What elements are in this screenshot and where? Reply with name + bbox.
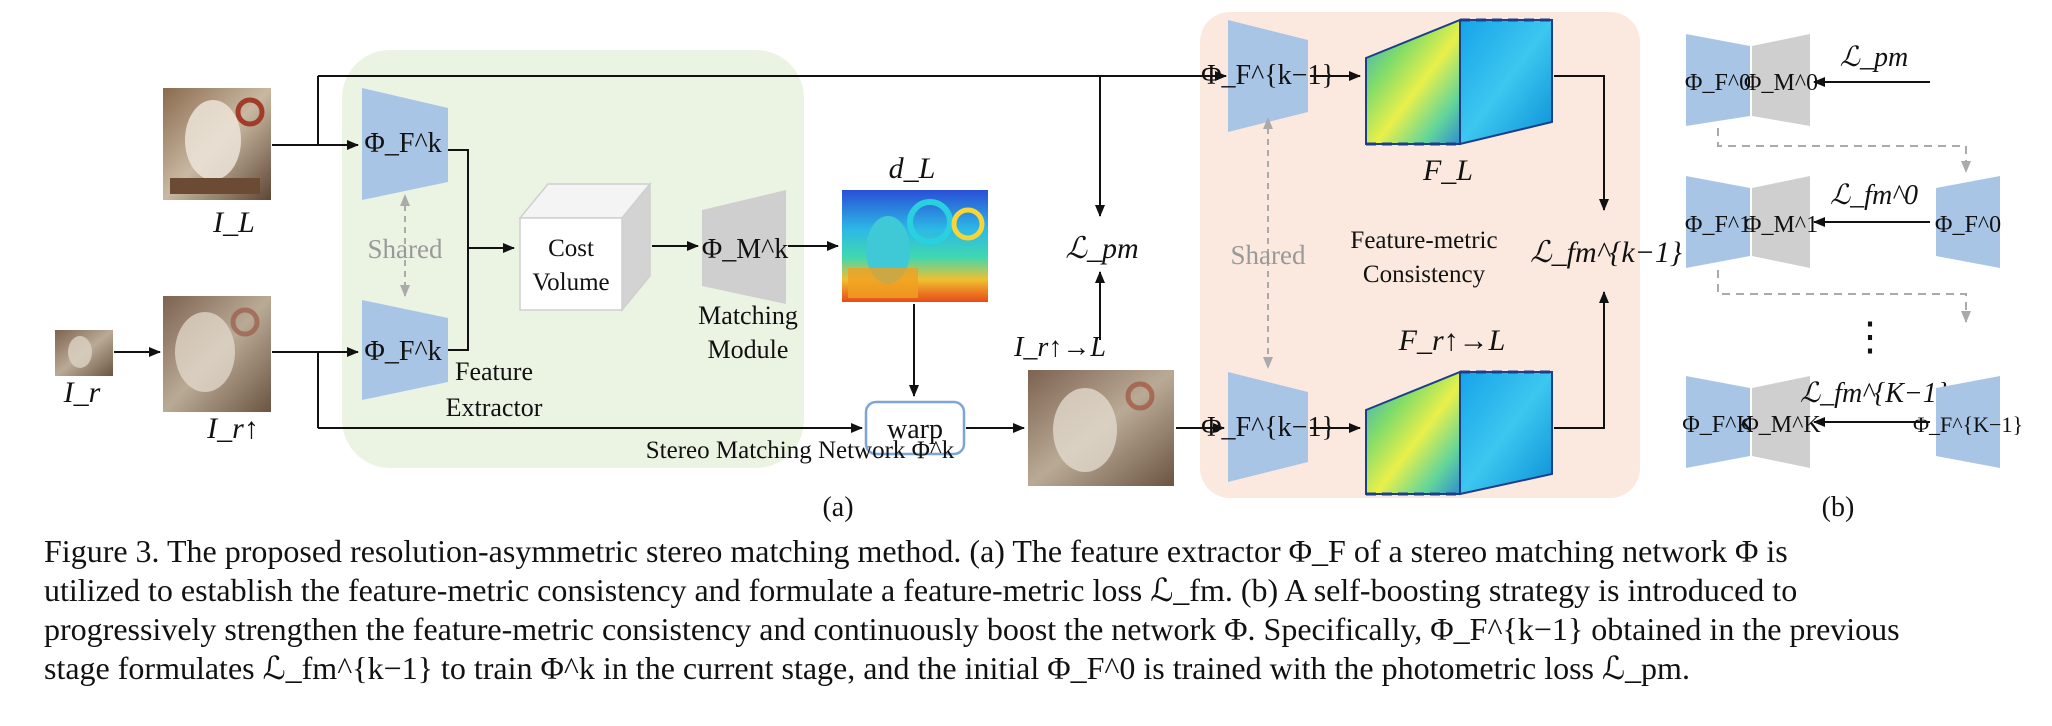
rowk-teacher-label: Φ_F^{K−1} — [1913, 412, 2023, 437]
row1-enc-label: Φ_F^1 — [1685, 212, 1751, 238]
method-diagram: I_L I_r I_r↑ Φ_F^k Φ_F^k Shared Feature … — [55, 12, 2023, 523]
disparity-map — [842, 190, 988, 302]
rowk-decoder — [1752, 376, 1810, 468]
label-d-l: d_L — [889, 152, 936, 185]
label-cost: Cost — [548, 235, 594, 262]
label-volume: Volume — [532, 269, 609, 296]
label-phi-f-k-bottom: Φ_F^k — [364, 336, 441, 367]
label-i-r: I_r — [63, 376, 101, 409]
row0-dec-label: Φ_M^0 — [1744, 70, 1818, 96]
image-left — [163, 88, 271, 200]
row1-decoder — [1752, 176, 1810, 268]
row1-dec-label: Φ_M^1 — [1744, 212, 1818, 238]
label-i-l: I_L — [212, 206, 255, 239]
teacher-extractor-top — [1228, 20, 1308, 132]
label-shared-left: Shared — [368, 234, 443, 264]
caption-line-3: progressively strengthen the feature-met… — [44, 611, 1900, 647]
feature-extractor-caption: Feature Extractor — [446, 357, 543, 422]
label-l-pm: ℒ_pm — [1065, 232, 1138, 265]
label-panel-b: (b) — [1822, 492, 1855, 523]
label-warp: warp — [887, 414, 943, 445]
feature-extractor-top — [362, 88, 448, 200]
cost-volume-cube — [518, 181, 652, 313]
label-extractor: Extractor — [446, 393, 543, 422]
label-f-l: F_L — [1422, 154, 1473, 187]
rowk-teacher — [1936, 376, 2000, 468]
rowk-dec-label: Φ_M^K — [1741, 412, 1821, 438]
rowk-enc-label: Φ_F^K — [1682, 412, 1754, 438]
figure-caption: Figure 3. The proposed resolution-asymme… — [44, 532, 2024, 688]
label-consistency: Consistency — [1363, 261, 1486, 288]
panel-b-link-1 — [1717, 270, 1971, 323]
feature-extractor-bottom — [362, 300, 448, 400]
caption-line-1: Figure 3. The proposed resolution-asymme… — [44, 533, 1788, 569]
label-phi-m-k: Φ_M^k — [702, 234, 789, 265]
label-f-r-up-to-l: F_r↑→L — [1398, 324, 1506, 357]
row0-encoder — [1686, 34, 1750, 126]
teacher-extractor-bottom — [1228, 372, 1308, 482]
row0-loss-label: ℒ_pm — [1840, 42, 1908, 73]
matching-module — [702, 190, 786, 304]
warp-box — [864, 400, 966, 456]
caption-line-4: stage formulates ℒ_fm^{k−1} to train Φ^k… — [44, 650, 1690, 686]
label-i-r-up: I_r↑ — [206, 412, 259, 445]
label-matching: Matching — [698, 301, 798, 330]
row0-enc-label: Φ_F^0 — [1685, 70, 1751, 96]
panel-b-row-0: Φ_F^0 Φ_M^0 ℒ_pm — [1685, 34, 1930, 126]
image-right-lowres — [55, 330, 113, 376]
feature-map-right — [1365, 370, 1553, 496]
label-l-fm-km1: ℒ_fm^{k−1} — [1530, 236, 1682, 269]
arrow-fl-to-lfm — [1554, 75, 1609, 211]
label-module: Module — [708, 335, 789, 364]
label-phi-f-k-top: Φ_F^k — [364, 128, 441, 159]
label-stereo-network: Stereo Matching Network Φ^k — [646, 437, 955, 464]
row0-decoder — [1752, 34, 1810, 126]
row1-teacher — [1936, 176, 2000, 268]
caption-line-2: utilized to establish the feature-metric… — [44, 572, 1798, 608]
label-feature: Feature — [455, 357, 533, 386]
row1-encoder — [1686, 176, 1750, 268]
row1-loss-label: ℒ_fm^0 — [1830, 180, 1918, 211]
row1-teacher-label: Φ_F^0 — [1935, 212, 2001, 238]
label-shared-right: Shared — [1231, 240, 1306, 270]
label-feature-metric: Feature-metric — [1350, 227, 1497, 254]
panel-b-row-1: Φ_F^1 Φ_M^1 ℒ_fm^0 Φ_F^0 — [1685, 176, 2001, 268]
panel-b-link-0 — [1717, 128, 1971, 173]
panel-b-row-k: Φ_F^K Φ_M^K ℒ_fm^{K−1} Φ_F^{K−1} — [1682, 376, 2023, 468]
panel-b-ellipsis: ⋮ — [1850, 314, 1890, 359]
rowk-encoder — [1686, 376, 1750, 468]
arrow-fr-to-lfm — [1554, 291, 1609, 429]
feature-map-left — [1365, 18, 1553, 146]
arrow-extractors-merge — [448, 149, 469, 351]
rowk-loss-label: ℒ_fm^{K−1} — [1800, 378, 1948, 409]
image-right-upsampled — [163, 296, 271, 412]
image-warped — [1028, 370, 1174, 486]
label-i-r-up-to-l: I_r↑→L — [1013, 332, 1106, 363]
label-panel-a: (a) — [822, 492, 853, 523]
